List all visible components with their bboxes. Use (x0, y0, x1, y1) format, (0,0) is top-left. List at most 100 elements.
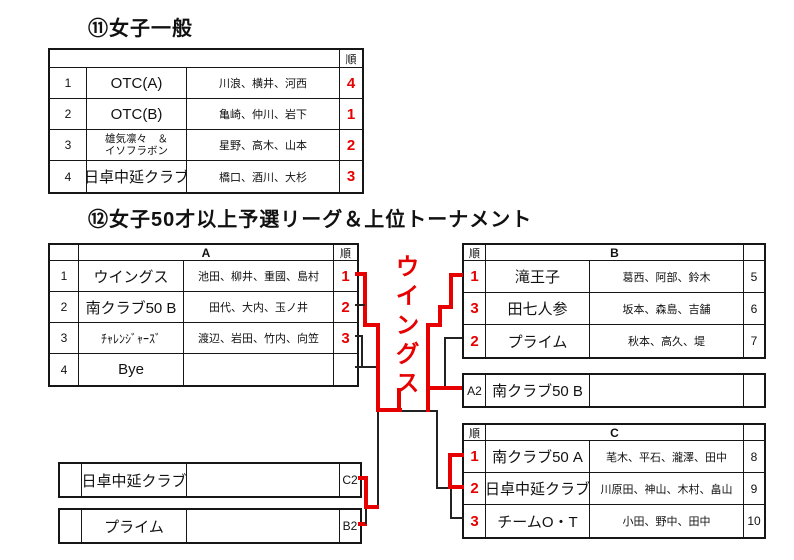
rank-value: 2 (340, 130, 362, 161)
team-members: 亀崎、仲川、岩下 (187, 99, 340, 130)
league-a-table: A 順 1 ウイングス 池田、柳井、重國、島村 1 2 南クラブ50 B 田代、… (48, 243, 359, 387)
rank-value: 1 (464, 441, 486, 473)
team-name: 雄気凛々 ＆ イソフラボン (87, 130, 187, 161)
blank-cell (60, 464, 82, 496)
league-b-table: 順 B 1 滝王子 葛西、阿部、鈴木 5 3 田七人参 坂本、森島、吉舗 6 2… (462, 243, 766, 359)
team-members (184, 354, 334, 385)
final-bar-left (376, 408, 402, 412)
team-members: 川浪、横井、河西 (187, 68, 340, 99)
bracket-line (377, 412, 379, 508)
league-c-header: C (486, 425, 744, 441)
team-members: 星野、高木、山本 (187, 130, 340, 161)
bracket-line (448, 453, 452, 489)
section2-title: ⑫女子50才以上予選リーグ＆上位トーナメント (88, 209, 533, 231)
bracket-line (438, 305, 453, 309)
champion-tick (397, 388, 401, 410)
row-no: 4 (50, 354, 79, 385)
rank-header: 順 (340, 50, 362, 68)
rank-value: 3 (334, 323, 357, 354)
team-members: 秋本、高久、堤 (590, 325, 744, 357)
bracket-line (364, 476, 368, 509)
bracket-line (355, 335, 363, 337)
header-blank (744, 245, 764, 261)
blank-cell (590, 375, 744, 406)
section1-title: ⑪女子一般 (88, 18, 193, 40)
row-no: 3 (50, 130, 87, 161)
bracket-line (448, 453, 464, 457)
rank-value: 2 (464, 325, 486, 357)
rank-value (334, 354, 357, 385)
team-members: 坂本、森島、吉舗 (590, 293, 744, 325)
rank-value: 4 (340, 68, 362, 99)
rank-value: 1 (334, 261, 357, 292)
team-name: 日卓中延クラブ (87, 161, 187, 192)
team-name: 南クラブ50 B (486, 375, 590, 406)
bracket-line (450, 489, 452, 519)
seed-label: B2 (342, 519, 358, 533)
team-name: 南クラブ50 B (79, 292, 184, 323)
bracket-line (358, 476, 368, 480)
team-members: 芼木、平石、瀧澤、田中 (590, 441, 744, 473)
general-league-table: 順 1 OTC(A) 川浪、横井、河西 4 2 OTC(B) 亀崎、仲川、岩下 … (48, 48, 364, 194)
rank-header: 順 (334, 245, 357, 261)
team-no: 7 (750, 334, 758, 348)
bracket-line (355, 304, 365, 306)
header-blank (50, 50, 340, 68)
seed-label: A2 (464, 375, 486, 406)
bracket-line (363, 272, 367, 327)
bracket-line (426, 323, 430, 412)
team-name: プライム (486, 325, 590, 357)
team-members: 池田、柳井、重國、島村 (184, 261, 334, 292)
team-name: 滝王子 (486, 261, 590, 293)
row-no: 1 (50, 68, 87, 99)
team-name: 田七人参 (486, 293, 590, 325)
league-b-header: B (486, 245, 744, 261)
bracket-line (444, 337, 446, 390)
row-no: 2 (50, 292, 79, 323)
rank-header: 順 (464, 245, 486, 261)
rank-value: 3 (464, 293, 486, 325)
row-no: 1 (50, 261, 79, 292)
bracket-line (449, 273, 463, 277)
b2-box: プライム B2 (58, 508, 362, 544)
bracket-line (436, 487, 450, 489)
team-name: 日卓中延クラブ (82, 464, 187, 496)
blank-cell (187, 510, 340, 542)
rank-value: 3 (346, 168, 356, 185)
bracket-line (364, 505, 379, 509)
team-members: 渡辺、岩田、竹内、向笠 (184, 323, 334, 354)
bracket-line (429, 386, 462, 390)
bracket-line (450, 517, 464, 519)
bracket-line (376, 323, 380, 412)
team-members: 橋口、酒川、大杉 (187, 161, 340, 192)
team-no: 8 (744, 441, 764, 473)
bracket-line (355, 272, 367, 276)
row-no: 2 (50, 99, 87, 130)
team-no: 10 (747, 514, 761, 528)
team-members: 川原田、神山、木村、畠山 (590, 473, 744, 505)
team-members: 小田、野中、田中 (590, 505, 744, 537)
bracket-line (426, 323, 442, 327)
blank-cell (187, 464, 340, 496)
team-name: チームO・T (486, 505, 590, 537)
team-name: OTC(A) (87, 68, 187, 99)
league-c-table: 順 C 1 南クラブ50 A 芼木、平石、瀧澤、田中 8 2 日卓中延クラブ 川… (462, 423, 766, 539)
a2-box: A2 南クラブ50 B (462, 373, 766, 408)
bracket-line (444, 337, 462, 339)
row-no: 4 (50, 161, 87, 192)
team-no: 9 (744, 473, 764, 505)
header-blank (50, 245, 79, 261)
team-name: 日卓中延クラブ (486, 473, 590, 505)
header-blank (744, 425, 764, 441)
rank-value: 1 (464, 261, 486, 293)
bracket-line (449, 273, 453, 309)
bracket-line (436, 410, 438, 489)
team-name: 南クラブ50 A (486, 441, 590, 473)
team-no: 5 (744, 261, 764, 293)
bracket-line (438, 305, 442, 327)
bracket-line (358, 522, 367, 526)
rank-value: 1 (340, 99, 362, 130)
team-members: 葛西、阿部、鈴木 (590, 261, 744, 293)
team-name: ﾁｬﾚﾝｼﾞｬｰｽﾞ (79, 323, 184, 354)
